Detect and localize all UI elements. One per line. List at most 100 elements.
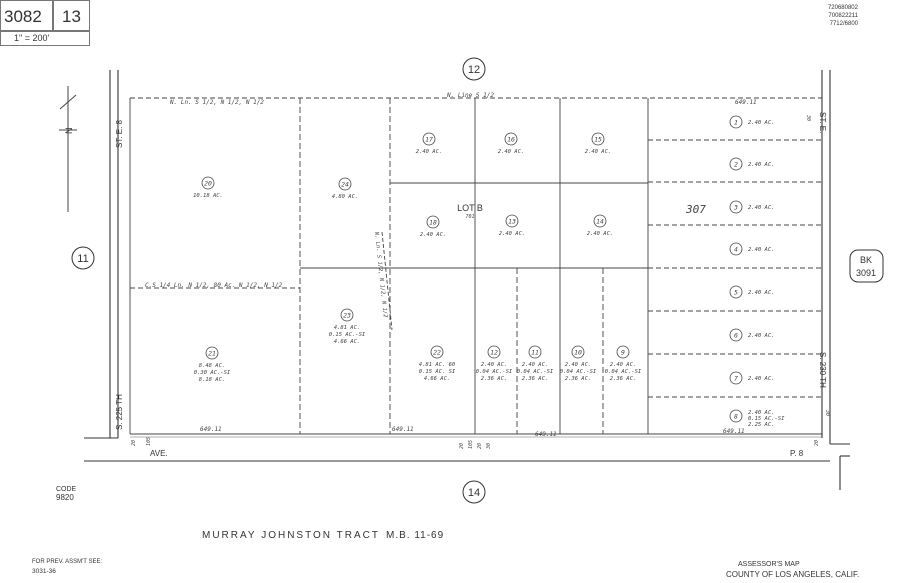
parcel-9: 92.40 AC.0.04 AC.-SI2.36 AC. bbox=[605, 345, 642, 382]
parcel-area: 4.80 AC. bbox=[332, 194, 359, 200]
street-east-lower: S. 230 TH bbox=[818, 352, 827, 388]
street-south-left: AVE. bbox=[150, 449, 168, 458]
neighbor-west: 11 bbox=[71, 246, 95, 270]
parcel-20: 20 10.18 AC. bbox=[193, 176, 223, 199]
parcel-lines bbox=[129, 97, 822, 438]
parcel-area: 0.15 AC.-SI bbox=[748, 416, 785, 422]
parcel-number: 22 bbox=[433, 349, 441, 357]
footer-prev-label: FOR PREV. ASSM'T SEE: bbox=[32, 559, 103, 565]
parcel-circle bbox=[729, 328, 743, 342]
parcel-circle bbox=[729, 115, 743, 129]
parcel-16: 162.40 AC. bbox=[498, 132, 524, 155]
street-west-upper: ST. E. 8 bbox=[115, 119, 124, 148]
parcel-circle bbox=[616, 345, 630, 359]
header-box-book bbox=[0, 0, 54, 32]
parcel-number: 11 bbox=[531, 349, 539, 357]
parcel-area: 2.40 AC. bbox=[522, 362, 549, 368]
note-3: 7712/6800 bbox=[830, 21, 859, 27]
parcel-circle bbox=[591, 132, 605, 146]
parcel-21: 21 8.48 AC.0.30 AC.-SI8.18 AC. bbox=[194, 346, 231, 383]
parcel-circle bbox=[504, 132, 518, 146]
parcel-number: 24 bbox=[341, 181, 349, 189]
parcel-number: 18 bbox=[429, 219, 437, 227]
parcel-area: 0.30 AC.-SI bbox=[194, 370, 231, 376]
neighbor-south: 14 bbox=[462, 480, 486, 504]
book-number: 3082 bbox=[4, 7, 42, 26]
edge-dimensions: 20 105 20 105 20 30 30 20 30 bbox=[131, 114, 830, 450]
parcel-area: 2.40 AC. bbox=[420, 232, 447, 238]
parcel-number: 6 bbox=[734, 332, 738, 340]
parcel-22: 224.81 AC. 600.15 AC. SI4.66 AC. bbox=[419, 345, 456, 382]
parcel-area: 2.25 AC. bbox=[748, 422, 775, 428]
parcel-number: 20 bbox=[204, 180, 212, 188]
parcel-number: 13 bbox=[508, 218, 516, 226]
edge-dim: 20 bbox=[131, 440, 137, 446]
parcel-13: 132.40 AC. bbox=[499, 214, 525, 237]
parcel-circle bbox=[487, 345, 501, 359]
parcel-area: 0.04 AC.-SI bbox=[476, 369, 513, 375]
parcel-7: 7 2.40 AC. bbox=[729, 371, 775, 385]
parcel-circle bbox=[729, 371, 743, 385]
edge-dim: 20 bbox=[477, 443, 483, 449]
parcel-area: 10.18 AC. bbox=[193, 193, 223, 199]
parcel-circle bbox=[729, 242, 743, 256]
parcel-area: 8.48 AC. bbox=[199, 363, 226, 369]
parcel-number: 12 bbox=[490, 349, 498, 357]
edge-dim: 30 bbox=[805, 114, 811, 121]
dim-top-right: 649.11 bbox=[735, 99, 757, 106]
streets bbox=[84, 70, 850, 490]
parcel-number: 16 bbox=[507, 136, 515, 144]
parcel-number: 2 bbox=[734, 161, 738, 169]
parcel-14: 142.40 AC. bbox=[587, 214, 613, 237]
parcel-area: 2.40 AC. bbox=[748, 333, 775, 339]
edge-dim: 30 bbox=[824, 409, 830, 416]
street-south-right: P. 8 bbox=[790, 449, 804, 458]
parcel-area: 2.40 AC. bbox=[416, 149, 443, 155]
parcel-10: 102.40 AC.0.04 AC.-SI2.36 AC. bbox=[560, 345, 597, 382]
parcel-11: 112.40 AC.0.04 AC.-SI2.36 AC. bbox=[517, 345, 554, 382]
parcel-area: 2.40 AC. bbox=[748, 205, 775, 211]
parcel-circle bbox=[729, 200, 743, 214]
parcel-area: 2.40 AC. bbox=[748, 376, 775, 382]
parcel-circle bbox=[338, 177, 352, 191]
code-value: 9820 bbox=[56, 493, 74, 502]
neighbor-north-label: 12 bbox=[468, 64, 480, 76]
parcel-area: 2.36 AC. bbox=[522, 376, 549, 382]
neighbor-north: 12 bbox=[462, 57, 486, 81]
parcel-number: 23 bbox=[343, 312, 351, 320]
line-note-top-left: N. Ln. S 1/2, N 1/2, N 1/2 bbox=[169, 99, 264, 106]
dim-bottom-4: 649.11 bbox=[723, 428, 745, 435]
line-note-top-mid: N. Line S 1/2 bbox=[446, 92, 494, 99]
parcel-area: 2.40 AC. bbox=[610, 362, 637, 368]
parcel-circle bbox=[340, 308, 354, 322]
parcel-area: 0.15 AC.-SI bbox=[329, 332, 366, 338]
parcel-24: 24 4.80 AC. bbox=[332, 177, 359, 200]
parcel-17: 172.40 AC. bbox=[416, 132, 443, 155]
tract-name: MURRAY JOHNSTON TRACT bbox=[202, 530, 380, 541]
parcel-number: 7 bbox=[734, 375, 738, 383]
lot-sub: 701 bbox=[465, 214, 474, 220]
parcel-number: 14 bbox=[596, 218, 604, 226]
code-label: CODE bbox=[56, 486, 77, 493]
footer-assessor: ASSESSOR'S MAP bbox=[738, 561, 800, 568]
edge-dim: 20 bbox=[459, 443, 465, 449]
note-1: 720680802 bbox=[828, 5, 859, 11]
parcel-area: 8.18 AC. bbox=[199, 377, 226, 383]
north-arrow-label: N bbox=[64, 128, 74, 135]
parcel-circle bbox=[430, 345, 444, 359]
parcel-area: 2.36 AC. bbox=[565, 376, 592, 382]
parcel-area: 2.40 AC. bbox=[585, 149, 612, 155]
parcel-number: 9 bbox=[621, 349, 625, 357]
parcel-area: 4.66 AC. bbox=[424, 376, 451, 382]
edge-dim: 20 bbox=[814, 440, 820, 446]
parcel-circle bbox=[205, 346, 219, 360]
dim-bottom-1: 649.11 bbox=[200, 426, 222, 433]
parcel-number: 21 bbox=[208, 350, 216, 358]
parcel-area: 0.04 AC.-SI bbox=[560, 369, 597, 375]
lot-label: LOT B bbox=[457, 203, 483, 213]
